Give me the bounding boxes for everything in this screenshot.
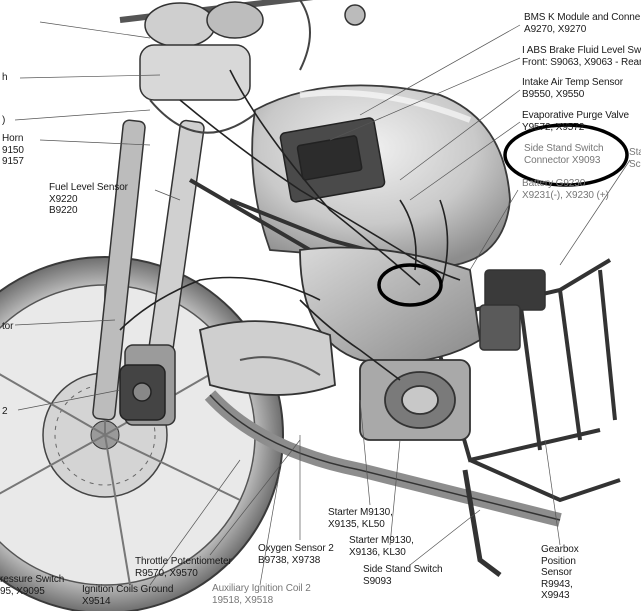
highlight-circle-connector: [377, 263, 443, 307]
abs-module: [279, 117, 386, 203]
label-starter-kl50: Starter M9130,X9135, KL50: [328, 507, 393, 530]
exhaust-pipe: [204, 390, 562, 527]
engine: [198, 246, 481, 441]
label-starter-kl30: Starter M9130,X9136, KL30: [349, 535, 414, 558]
rear-battery-area: [479, 269, 546, 351]
leader-lines: [14, 21, 631, 586]
highlight-circle-label: [503, 123, 629, 187]
label-partial-h: h: [2, 72, 8, 83]
label-partial-2: 2: [2, 406, 8, 417]
label-starter-partial-right: StaSc: [629, 147, 641, 170]
side-stand: [462, 469, 502, 577]
wiring-harness: [119, 69, 461, 381]
label-partial-paren: ): [2, 115, 6, 126]
label-partial-tor: tor: [2, 321, 14, 332]
brake-caliper: [119, 364, 166, 421]
handlebar-assembly: [119, 0, 366, 134]
